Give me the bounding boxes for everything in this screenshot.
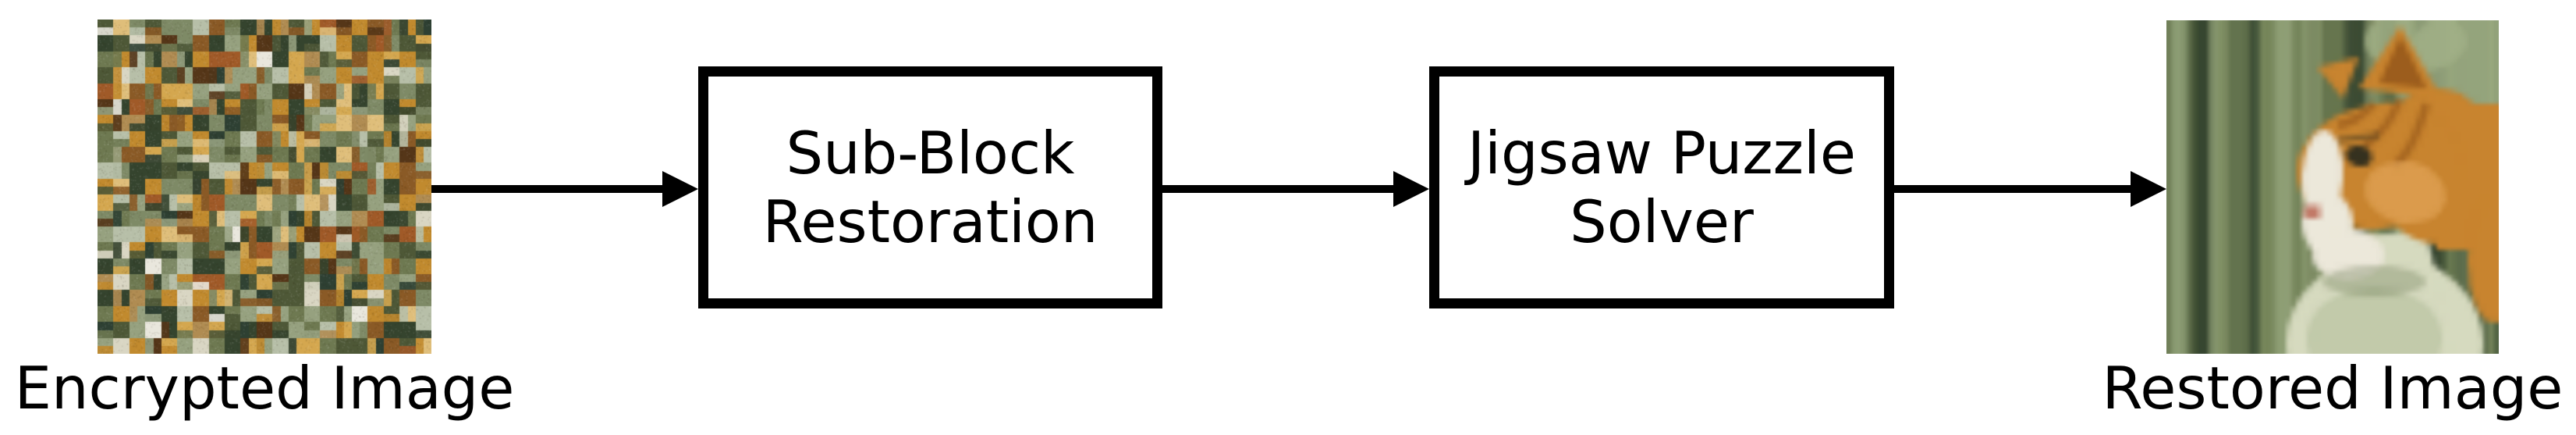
process-box-label-line2: Solver <box>1570 187 1754 256</box>
flow-arrow-1 <box>431 171 698 207</box>
arrow-head <box>662 171 698 207</box>
restored-image-thumbnail <box>2166 20 2499 354</box>
process-box-label-line1: Jigsaw Puzzle <box>1467 119 1856 187</box>
process-box-jigsaw-puzzle-solver: Jigsaw Puzzle Solver <box>1429 66 1894 308</box>
arrow-head <box>2131 171 2166 207</box>
flow-arrow-3 <box>1894 171 2166 207</box>
arrow-head <box>1393 171 1429 207</box>
encrypted-image-thumbnail <box>98 20 431 354</box>
flow-arrow-2 <box>1162 171 1429 207</box>
restored-image-label: Restored Image <box>2102 354 2564 423</box>
process-box-label-line2: Restoration <box>762 187 1098 256</box>
process-box-label-line1: Sub-Block <box>786 119 1075 187</box>
process-box-sub-block-restoration: Sub-Block Restoration <box>698 66 1162 308</box>
encrypted-image-label: Encrypted Image <box>14 354 515 423</box>
